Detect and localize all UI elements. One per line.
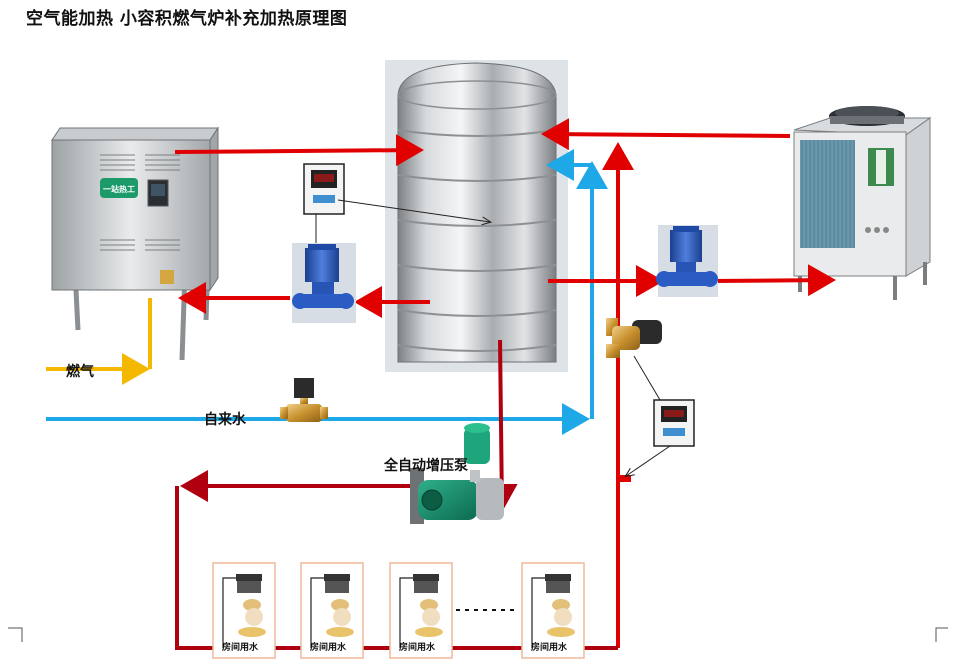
tank-temperature-controller bbox=[303, 163, 345, 215]
heatpump-circulation-pump bbox=[656, 225, 718, 297]
return-temp-sensor bbox=[619, 475, 631, 482]
heatpump-loop-pipes bbox=[541, 118, 836, 297]
return-solenoid-valve bbox=[606, 318, 662, 358]
storage-tank bbox=[385, 60, 568, 372]
room-label-2: 房间用水 bbox=[310, 643, 347, 653]
room-label-4: 房间用水 bbox=[531, 643, 568, 653]
return-temperature-controller bbox=[653, 399, 695, 447]
tap-water-solenoid-valve bbox=[280, 378, 328, 422]
room-label-3: 房间用水 bbox=[399, 643, 436, 653]
page-corner-mark-left bbox=[8, 627, 23, 642]
shower-room-4 bbox=[521, 562, 585, 659]
gas-boiler: 一站热工 bbox=[51, 126, 219, 361]
shower-room-3 bbox=[389, 562, 453, 659]
booster-pump-label: 全自动增压泵 bbox=[384, 458, 468, 474]
gas-pipe bbox=[46, 298, 152, 385]
return-sensor-lead bbox=[626, 445, 671, 476]
tank-sensor-lead bbox=[337, 199, 490, 222]
diagram-title: 空气能加热 小容积燃气炉补充加热原理图 bbox=[26, 9, 348, 29]
page-corner-mark-right bbox=[935, 627, 948, 642]
shower-room-2 bbox=[300, 562, 364, 659]
booster-pump bbox=[410, 423, 504, 524]
tap-water-label: 自来水 bbox=[204, 412, 246, 428]
air-source-heat-pump bbox=[793, 106, 932, 300]
boiler-circulation-pump bbox=[292, 243, 356, 323]
boiler-loop-pipes bbox=[174, 134, 430, 318]
boiler-brand: 一站热工 bbox=[103, 184, 135, 194]
shower-room-1 bbox=[212, 562, 276, 659]
gas-label: 燃气 bbox=[66, 364, 94, 380]
room-label-1: 房间用水 bbox=[222, 643, 259, 653]
